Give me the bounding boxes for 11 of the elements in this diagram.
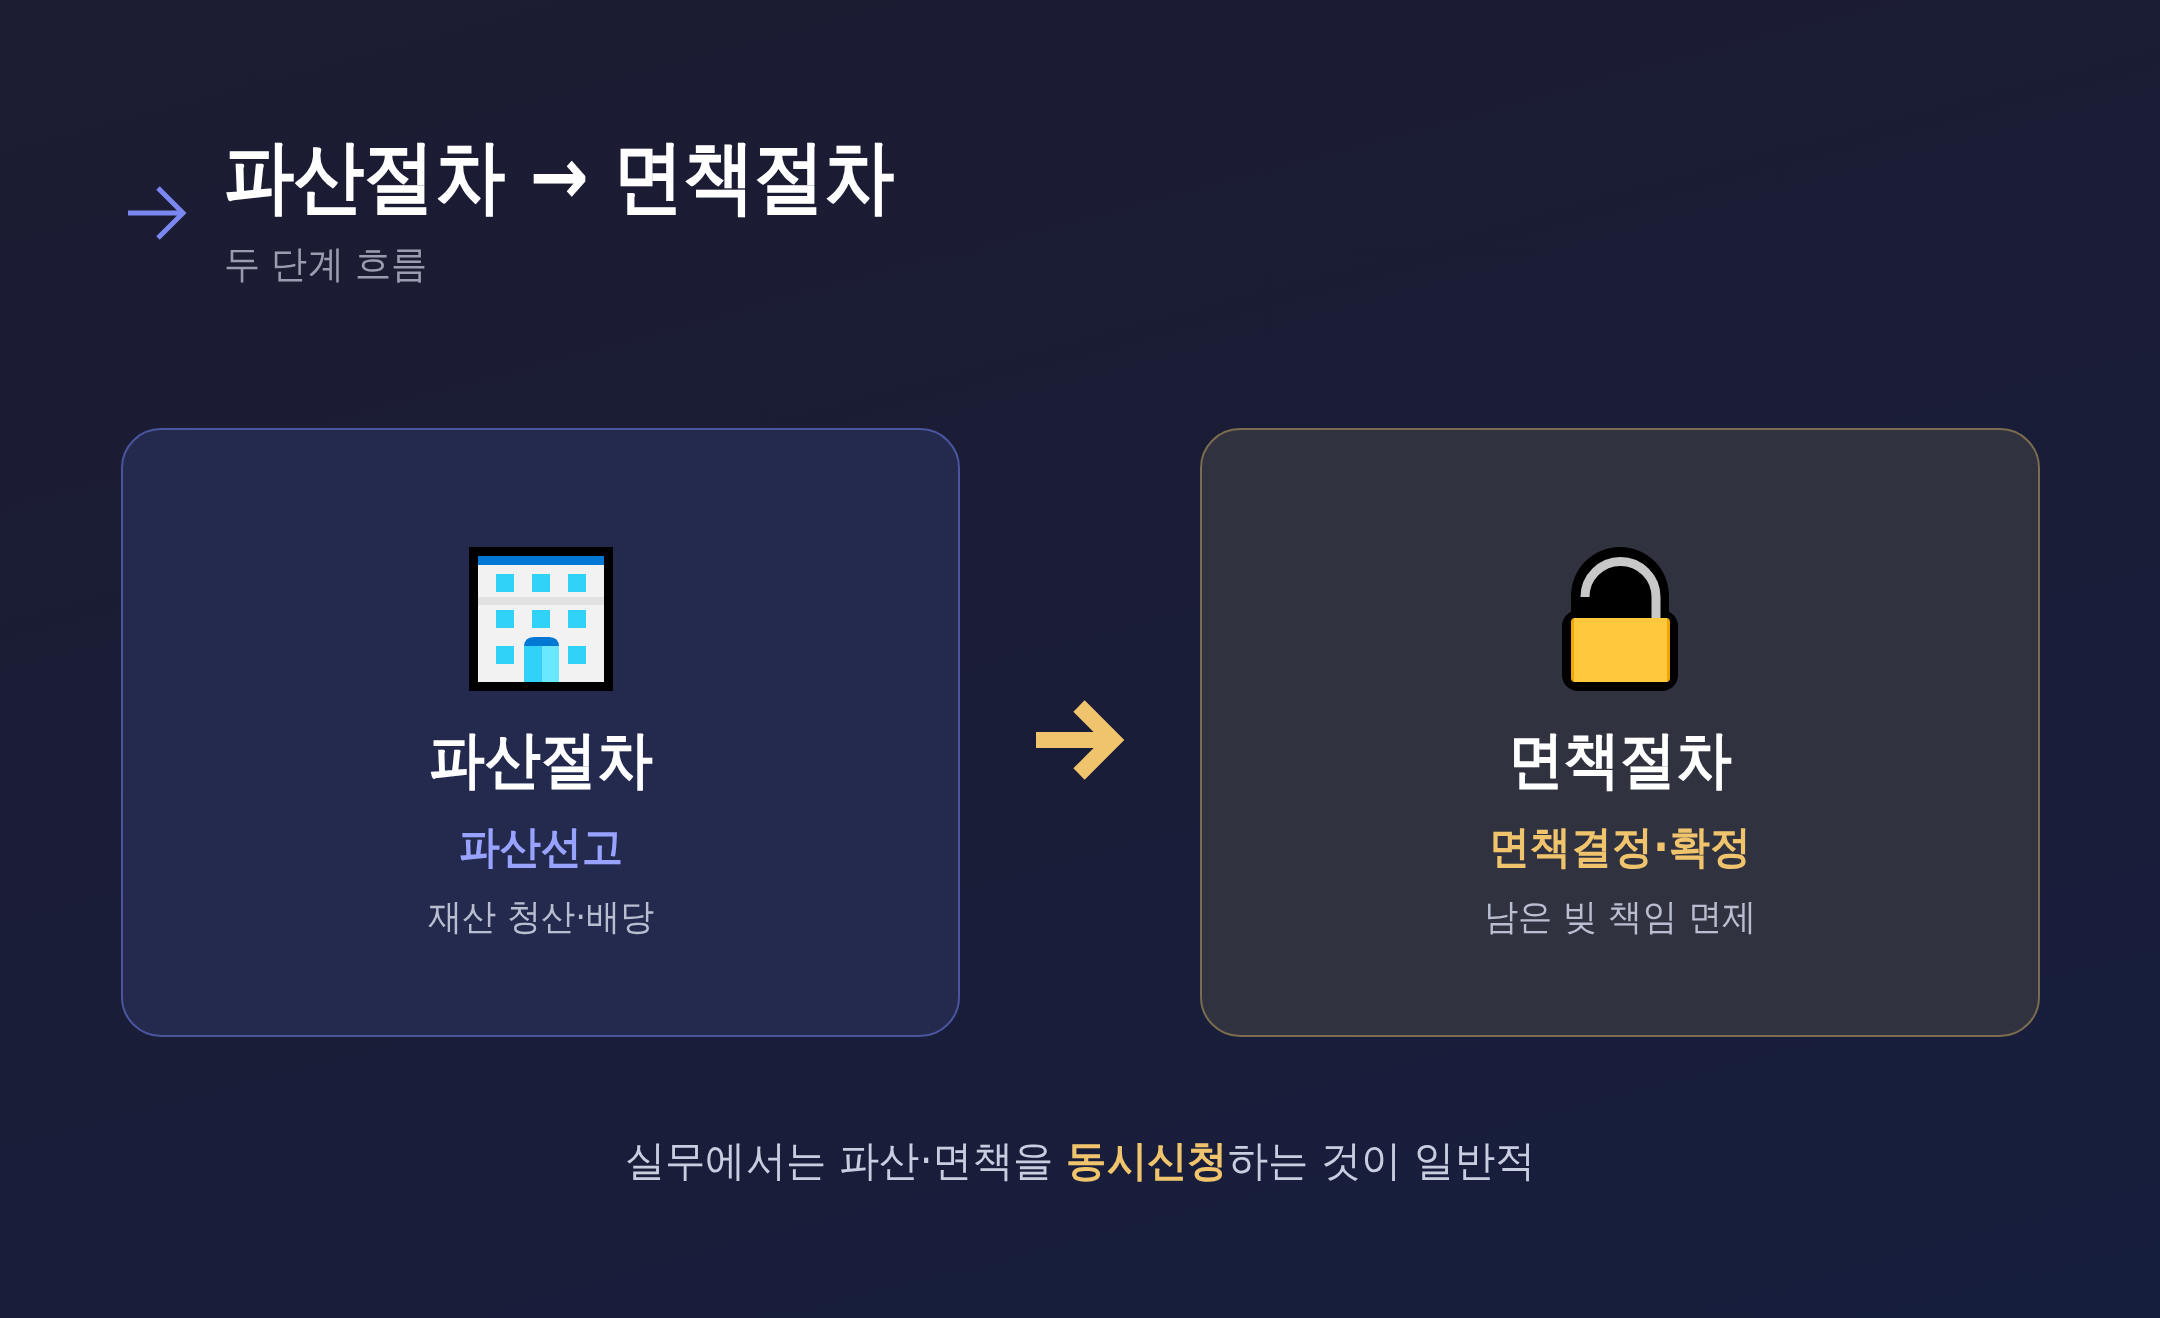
footnote: 실무에서는 파산·면책을 동시신청하는 것이 일반적 [623, 1136, 1537, 1187]
card-title: 파산절차 [427, 723, 654, 798]
card-description: 재산 청산·배당 [426, 895, 655, 939]
card-subtitle: 면책결정·확정 [1488, 821, 1752, 874]
stage-card [121, 428, 960, 1037]
card-description: 남은 빚 책임 면제 [1483, 895, 1757, 939]
subtitle: 두 단계 흐름 [222, 242, 429, 288]
page-title: 파산절차 → 면책절차 [222, 129, 896, 225]
card-title: 면책절차 [1507, 723, 1733, 798]
card-subtitle: 파산선고 [457, 821, 624, 874]
stage-card [1200, 428, 2040, 1037]
